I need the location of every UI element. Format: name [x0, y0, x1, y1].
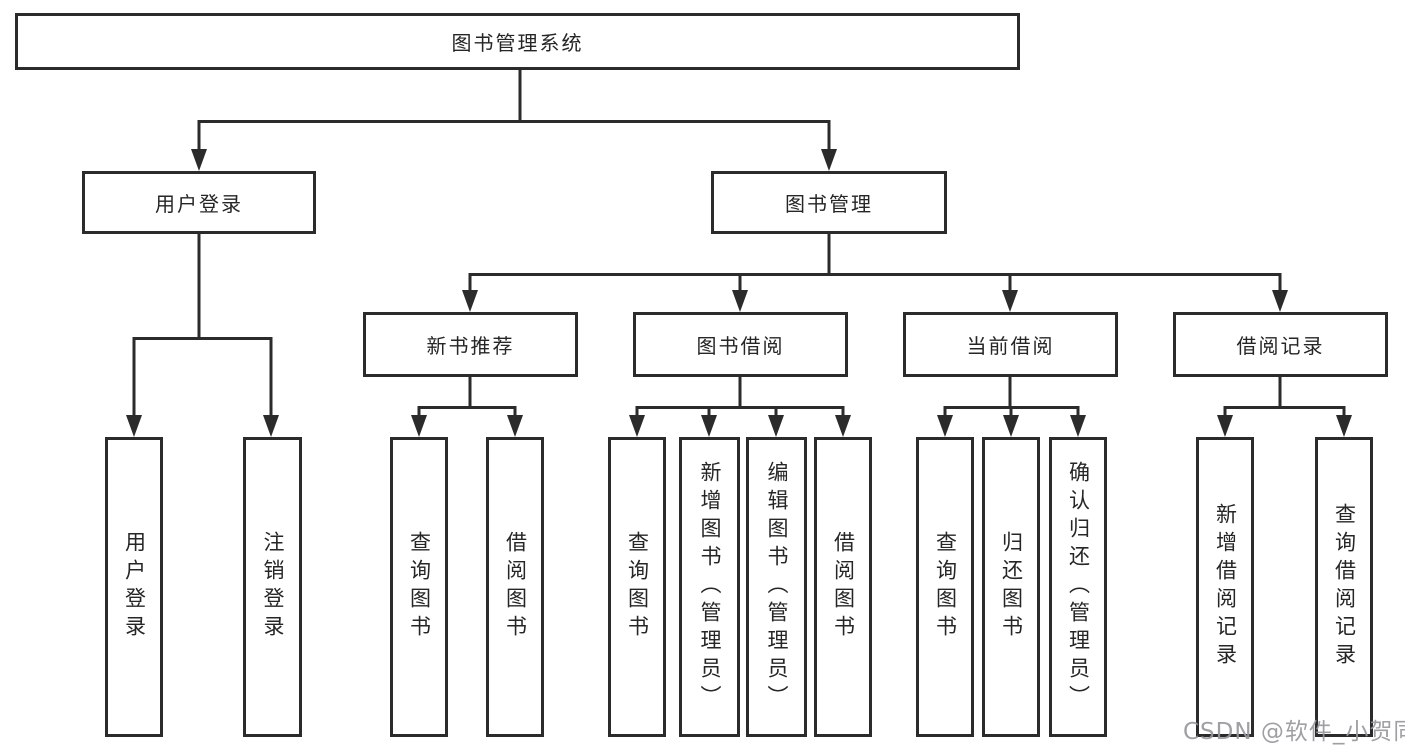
leaf-edit-books-admin: 编辑图书（管理员）	[746, 437, 807, 737]
node-new-book-recommend: 新书推荐	[363, 312, 578, 377]
leaf-query-books-1: 查询图书	[390, 437, 448, 737]
node-book-management: 图书管理	[711, 171, 947, 234]
node-current-borrowing: 当前借阅	[903, 312, 1118, 377]
node-book-management-system: 图书管理系统	[15, 13, 1020, 70]
leaf-logout: 注销登录	[243, 437, 302, 737]
leaf-query-books-2: 查询图书	[608, 437, 666, 737]
node-borrowing-records: 借阅记录	[1173, 312, 1388, 377]
arrowheads	[126, 149, 1352, 437]
node-book-borrowing: 图书借阅	[633, 312, 848, 377]
leaf-add-books-admin: 新增图书（管理员）	[679, 437, 740, 737]
leaf-add-borrow-record: 新增借阅记录	[1196, 437, 1254, 737]
leaf-user-login: 用户登录	[105, 437, 163, 737]
leaf-return-books: 归还图书	[982, 437, 1040, 737]
csdn-watermark: CSDN @软件_小贺同学	[1183, 719, 1405, 745]
node-user-login: 用户登录	[82, 171, 316, 234]
leaf-borrow-books-2: 借阅图书	[814, 437, 872, 737]
leaf-query-books-3: 查询图书	[916, 437, 974, 737]
leaf-confirm-return-admin: 确认归还（管理员）	[1049, 437, 1107, 737]
leaf-query-borrow-record: 查询借阅记录	[1315, 437, 1373, 737]
leaf-borrow-books-1: 借阅图书	[486, 437, 544, 737]
